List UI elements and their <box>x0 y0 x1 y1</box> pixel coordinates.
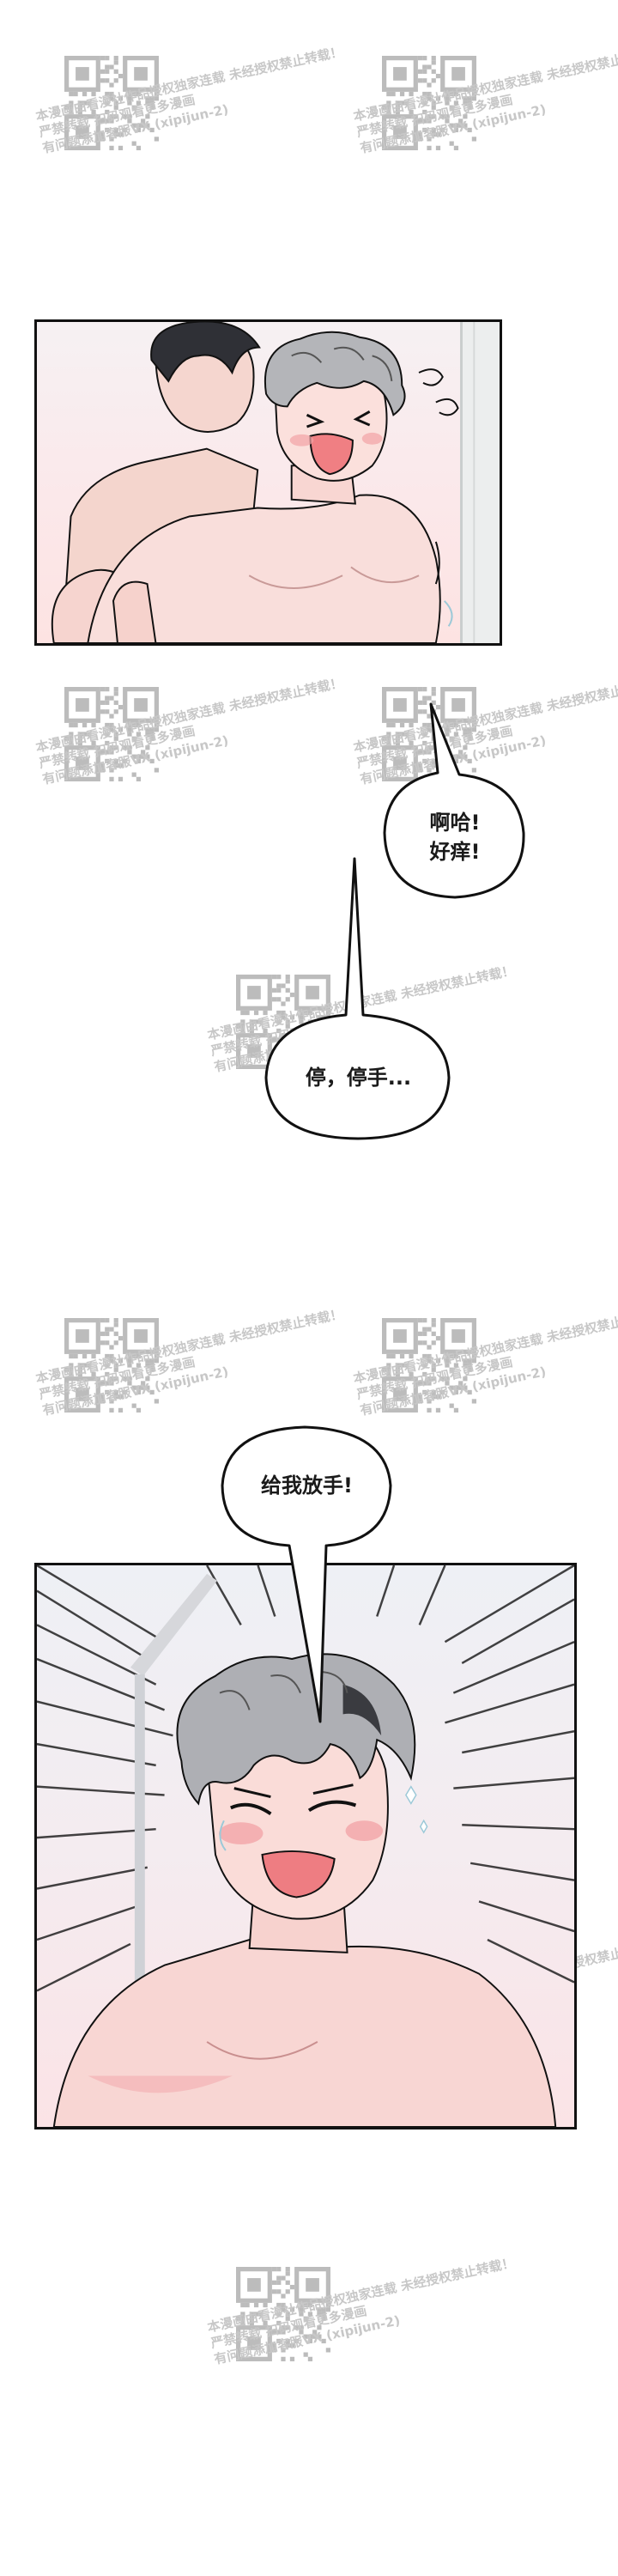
qr-code-icon <box>382 1318 476 1413</box>
watermark-line: 有问题添加客服VX (xipijun-2) <box>358 1364 548 1419</box>
bubble-text: 给我放手! <box>261 1473 353 1498</box>
watermark-line: 严禁转载 扫码观看更多漫画 <box>37 92 197 141</box>
qr-code-icon <box>64 1318 159 1413</box>
watermark-line: 严禁转载 扫码观看更多漫画 <box>37 1354 197 1403</box>
watermark-text: 本漫画由看漫社作品授权独家连载 未经授权禁止转载！严禁转载 扫码观看更多漫画有问… <box>34 44 344 157</box>
watermark-line: 严禁转载 扫码观看更多漫画 <box>37 723 197 772</box>
bubble-text: 啊哈! 好痒! <box>429 811 481 864</box>
comic-panel-1 <box>34 319 502 646</box>
speech-bubble-laugh: 啊哈! 好痒! <box>378 702 532 906</box>
watermark-line: 有问题添加客服VX (xipijun-2) <box>40 101 230 156</box>
watermark-text: 本漫画由看漫社作品授权独家连载 未经授权禁止转载！严禁转载 扫码观看更多漫画有问… <box>352 44 618 157</box>
qr-code-icon <box>64 687 159 781</box>
panel-1-illustration <box>51 322 500 643</box>
watermark-line: 本漫画由看漫社作品授权独家连载 未经授权禁止转载！ <box>352 1306 618 1387</box>
bubble-text: 停，停手... <box>305 1066 412 1090</box>
watermark-line: 严禁转载 扫码观看更多漫画 <box>354 1354 514 1403</box>
watermark-line: 本漫画由看漫社作品授权独家连载 未经授权禁止转载！ <box>34 675 344 756</box>
watermark-text: 本漫画由看漫社作品授权独家连载 未经授权禁止转载！严禁转载 扫码观看更多漫画有问… <box>206 2255 516 2368</box>
watermark: 本漫画由看漫社作品授权独家连载 未经授权禁止转载！严禁转载 扫码观看更多漫画有问… <box>34 675 344 833</box>
watermark-line: 本漫画由看漫社作品授权独家连载 未经授权禁止转载！ <box>206 2255 516 2336</box>
comic-panel-2 <box>34 1563 577 2129</box>
qr-code-icon <box>236 2267 330 2361</box>
watermark: 本漫画由看漫社作品授权独家连载 未经授权禁止转载！严禁转载 扫码观看更多漫画有问… <box>352 44 618 202</box>
watermark-text: 本漫画由看漫社作品授权独家连载 未经授权禁止转载！严禁转载 扫码观看更多漫画有问… <box>352 1306 618 1419</box>
watermark-line: 本漫画由看漫社作品授权独家连载 未经授权禁止转载！ <box>352 44 618 125</box>
watermark-line: 有问题添加客服VX (xipijun-2) <box>40 732 230 787</box>
speech-bubble-stop: 停，停手... <box>262 857 455 1142</box>
watermark-line: 严禁转载 扫码观看更多漫画 <box>209 2303 368 2352</box>
qr-code-icon <box>64 56 159 150</box>
watermark-text: 本漫画由看漫社作品授权独家连载 未经授权禁止转载！严禁转载 扫码观看更多漫画有问… <box>34 1306 344 1419</box>
watermark-line: 有问题添加客服VX (xipijun-2) <box>358 101 548 156</box>
watermark-line: 有问题添加客服VX (xipijun-2) <box>212 2312 402 2367</box>
speech-bubble-let-go: 给我放手! <box>219 1425 395 1726</box>
watermark: 本漫画由看漫社作品授权独家连载 未经授权禁止转载！严禁转载 扫码观看更多漫画有问… <box>34 44 344 202</box>
watermark: 本漫画由看漫社作品授权独家连载 未经授权禁止转载！严禁转载 扫码观看更多漫画有问… <box>206 2255 516 2413</box>
watermark-line: 本漫画由看漫社作品授权独家连载 未经授权禁止转载！ <box>34 1306 344 1387</box>
qr-code-icon <box>382 56 476 150</box>
watermark-line: 严禁转载 扫码观看更多漫画 <box>354 92 514 141</box>
panel-2-illustration <box>37 1565 574 2127</box>
watermark-text: 本漫画由看漫社作品授权独家连载 未经授权禁止转载！严禁转载 扫码观看更多漫画有问… <box>34 675 344 788</box>
watermark-line: 本漫画由看漫社作品授权独家连载 未经授权禁止转载！ <box>34 44 344 125</box>
watermark-line: 有问题添加客服VX (xipijun-2) <box>40 1364 230 1419</box>
